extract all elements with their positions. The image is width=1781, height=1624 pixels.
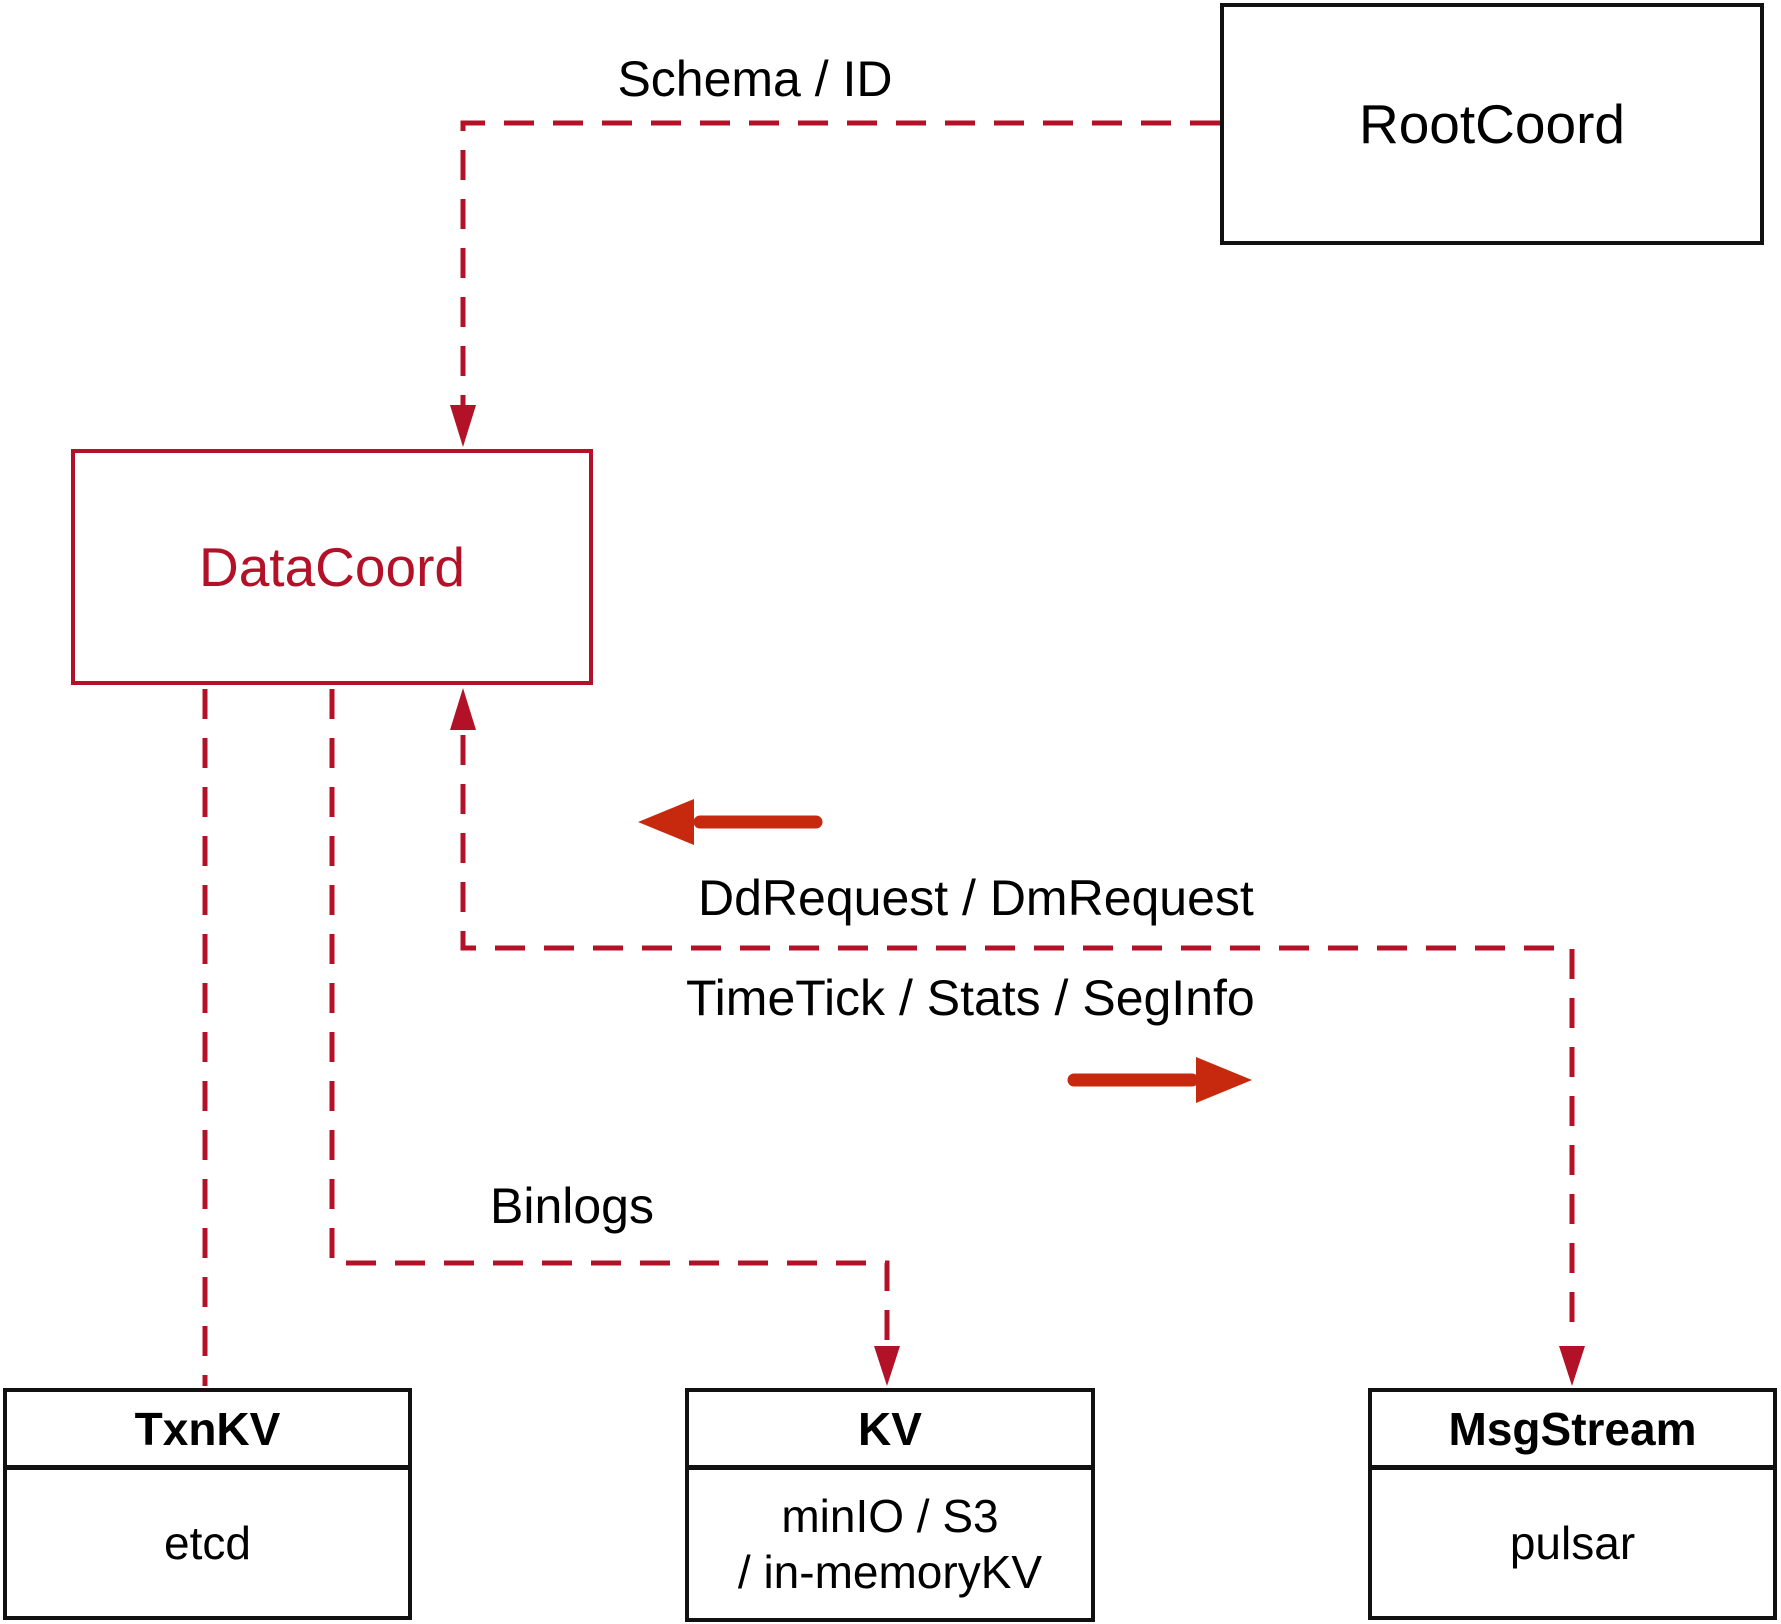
kv-body-line1: minIO / S3 [781, 1489, 999, 1542]
node-rootcoord: RootCoord [1220, 3, 1764, 245]
msgstream-title: MsgStream [1372, 1392, 1773, 1470]
txnkv-body: etcd [164, 1516, 251, 1569]
edge-label-binlogs: Binlogs [490, 1178, 654, 1234]
node-datacoord: DataCoord [71, 449, 593, 685]
edge-label-dd-request: DdRequest / DmRequest [698, 870, 1254, 926]
node-msgstream: MsgStream pulsar [1368, 1388, 1777, 1620]
txnkv-title: TxnKV [7, 1392, 408, 1470]
node-txnkv: TxnKV etcd [3, 1388, 412, 1620]
node-kv: KV minIO / S3 / in-memoryKV [685, 1388, 1095, 1622]
datacoord-label: DataCoord [199, 536, 465, 598]
kv-body-line2: / in-memoryKV [737, 1546, 1043, 1598]
msgstream-body: pulsar [1509, 1516, 1636, 1569]
edge-label-schema-id: Schema / ID [617, 51, 893, 107]
edge-label-time-tick: TimeTick / Stats / SegInfo [686, 970, 1255, 1026]
kv-title: KV [689, 1392, 1091, 1470]
rootcoord-label: RootCoord [1359, 93, 1625, 155]
